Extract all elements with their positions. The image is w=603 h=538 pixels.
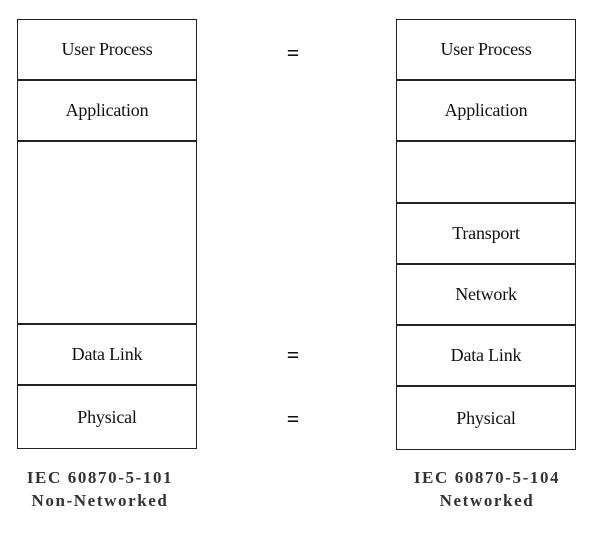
left-layer-label: Application bbox=[65, 100, 149, 120]
left-caption-standard: IEC 60870-5-101 bbox=[26, 468, 174, 487]
right-layer-physical: Physical bbox=[397, 387, 575, 449]
left-layer-empty bbox=[18, 142, 196, 325]
left-caption-type: Non-Networked bbox=[31, 491, 169, 510]
right-layer-label: Physical bbox=[456, 407, 516, 428]
left-layer-label: Physical bbox=[77, 406, 137, 427]
right-layer-data-link: Data Link bbox=[397, 326, 575, 387]
equals-sign-user-process: = bbox=[286, 40, 300, 65]
right-layer-label: Application bbox=[444, 100, 528, 120]
right-layer-empty bbox=[397, 142, 575, 204]
right-layer-label: User Process bbox=[440, 39, 532, 59]
equals-sign-data-link: = bbox=[286, 342, 300, 367]
right-caption-type: Networked bbox=[439, 491, 535, 510]
left-protocol-stack: User Process Application Data Link Physi… bbox=[17, 19, 197, 449]
right-layer-network: Network bbox=[397, 265, 575, 326]
left-layer-user-process: User Process bbox=[18, 20, 196, 81]
left-layer-label: Data Link bbox=[71, 344, 143, 364]
right-stack-caption: IEC 60870-5-104 Networked bbox=[387, 466, 587, 512]
left-layer-label: User Process bbox=[61, 39, 153, 59]
left-stack-caption: IEC 60870-5-101 Non-Networked bbox=[0, 466, 200, 512]
left-layer-data-link: Data Link bbox=[18, 325, 196, 386]
right-layer-label: Data Link bbox=[450, 345, 522, 365]
right-layer-transport: Transport bbox=[397, 204, 575, 265]
right-caption-standard: IEC 60870-5-104 bbox=[413, 468, 561, 487]
right-protocol-stack: User Process Application Transport Netwo… bbox=[396, 19, 576, 450]
right-layer-label: Network bbox=[455, 284, 517, 304]
right-layer-user-process: User Process bbox=[397, 20, 575, 81]
equals-sign-physical: = bbox=[286, 406, 300, 431]
right-layer-label: Transport bbox=[452, 223, 520, 243]
right-layer-application: Application bbox=[397, 81, 575, 142]
left-layer-physical: Physical bbox=[18, 386, 196, 448]
left-layer-application: Application bbox=[18, 81, 196, 142]
